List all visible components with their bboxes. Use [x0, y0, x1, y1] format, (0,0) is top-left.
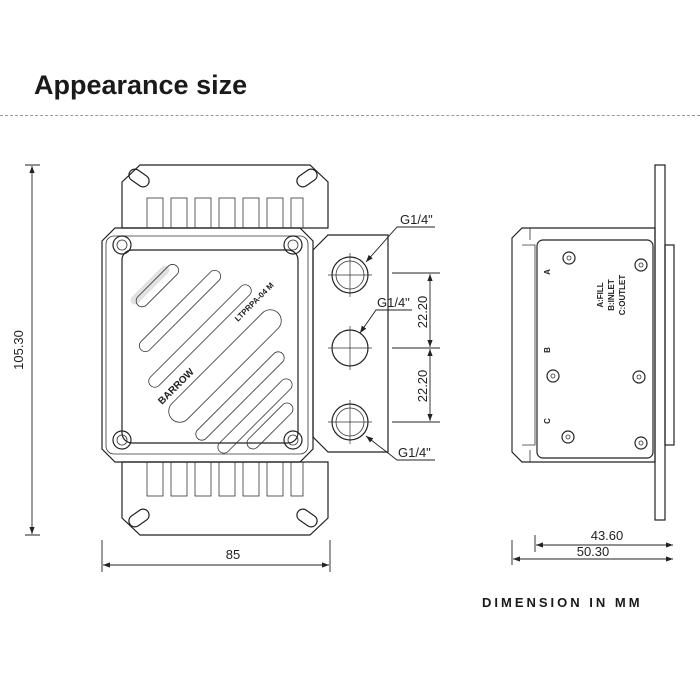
bottom-bracket	[121, 461, 329, 536]
front-view: LTPRPA-04 M BARROW G1/4" G1/4" G1/4" 22.…	[11, 164, 440, 572]
page-title: Appearance size	[34, 70, 248, 100]
port-letter-a: A	[543, 269, 552, 275]
top-fins	[146, 197, 304, 229]
units-note: DIMENSION IN MM	[482, 595, 643, 610]
legend-line-inlet: B:INLET	[607, 279, 616, 311]
mount-slot	[296, 508, 318, 528]
port-icon	[328, 253, 372, 297]
port-spacing-dim-2: 22.20	[415, 370, 430, 403]
width-dim-label: 85	[226, 547, 240, 562]
port-icon	[328, 400, 372, 444]
legend-line-fill: A:FILL	[596, 282, 605, 307]
side-view: A B C A:FILL B:INLET C:OUTLET 43.60 50.3…	[511, 164, 675, 565]
screw-icon	[634, 258, 648, 272]
screw-icon	[283, 235, 303, 255]
screw-icon	[546, 369, 560, 383]
side-panel	[536, 239, 654, 459]
screw-icon	[634, 436, 648, 450]
bottom-fins	[146, 461, 304, 497]
side-body	[511, 227, 656, 463]
port-label-top: G1/4"	[400, 212, 433, 227]
mount-slot	[296, 168, 318, 188]
mount-slot	[128, 168, 150, 188]
port-icon	[328, 326, 372, 370]
top-plate	[121, 249, 299, 444]
dashed-divider	[0, 115, 700, 116]
flange	[654, 164, 666, 521]
brand-logo-text: BARROW	[156, 366, 197, 407]
port-letter-c: C	[543, 418, 552, 424]
screw-icon	[112, 430, 132, 450]
screw-icon	[112, 235, 132, 255]
port-block	[312, 234, 389, 453]
port-label-middle: G1/4"	[377, 295, 410, 310]
base-plate	[664, 244, 675, 446]
depth-dim-inner: 43.60	[591, 528, 624, 543]
diagonal-grooves	[130, 264, 294, 454]
body-outline	[101, 227, 314, 463]
depth-dim-overall: 50.30	[577, 544, 610, 559]
screw-icon	[562, 251, 576, 265]
port-letter-b: B	[543, 347, 552, 353]
port-spacing-dim-1: 22.20	[415, 296, 430, 329]
screw-icon	[561, 430, 575, 444]
model-text: LTPRPA-04 M	[233, 281, 276, 324]
screw-icon	[283, 430, 303, 450]
port-label-bottom: G1/4"	[398, 445, 431, 460]
height-dim-label: 105.30	[11, 330, 26, 370]
screw-icon	[632, 370, 646, 384]
top-bracket	[121, 164, 329, 229]
mount-slot	[128, 508, 150, 528]
legend-line-outlet: C:OUTLET	[618, 275, 627, 316]
